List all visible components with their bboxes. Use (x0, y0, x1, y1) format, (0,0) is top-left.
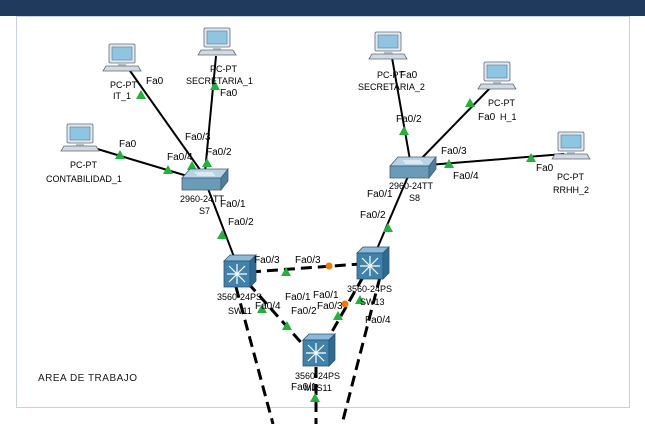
link-blocked-indicator (341, 300, 349, 308)
device-type-label: PC-PT (557, 172, 585, 182)
multilayer-switch-icon (356, 246, 390, 280)
link-sw11-mls11[interactable] (246, 282, 308, 349)
link-it1-s7[interactable] (127, 67, 204, 175)
port-label: Fa0/3 (441, 146, 467, 157)
link-up-indicator (465, 98, 475, 107)
port-label: Fa0 (220, 88, 238, 99)
pc-h1[interactable]: PC-PT H_1 (477, 61, 517, 122)
device-model-label: 3560-24PS (347, 284, 392, 294)
device-name-label: IT_1 (113, 91, 131, 101)
port-label: Fa0/3 (295, 255, 321, 266)
device-name-label: SECRETARIA_2 (358, 82, 425, 92)
link-sw13-down[interactable] (340, 276, 382, 424)
device-name-label: SW11 (228, 306, 252, 316)
workspace-label: AREA DE TRABAJO (38, 373, 138, 384)
port-label: Fa0 (478, 112, 496, 123)
port-label: Fa0/1 (313, 290, 339, 301)
device-name-label: RRHH_2 (553, 185, 589, 195)
port-label: Fa0/2 (228, 217, 254, 228)
switch-s8[interactable]: 2960-24TT S8 (389, 156, 437, 203)
port-label: Fa0 (146, 76, 164, 87)
link-sw13-mls11[interactable] (323, 276, 365, 345)
device-type-label: PC-PT (210, 64, 238, 74)
pc-rrhh2[interactable]: PC-PT RRHH_2 (551, 131, 591, 195)
pc-icon (60, 123, 100, 152)
switch-icon (181, 168, 229, 191)
device-name-label: CONTABILIDAD_1 (46, 174, 122, 184)
port-label: Fa0/4 (255, 301, 281, 312)
device-type-label: PC-PT (377, 70, 405, 80)
pc-icon (551, 131, 591, 160)
switch-s7[interactable]: 2960-24TT S7 (180, 168, 229, 216)
port-label: Fa0/4 (453, 171, 479, 182)
port-label: Fa0/3 (254, 255, 280, 266)
link-sec1-s7[interactable] (204, 55, 217, 173)
port-label: Fa0/1 (291, 382, 317, 393)
device-type-label: PC-PT (70, 160, 98, 170)
device-type-label: PC-PT (488, 98, 516, 108)
pc-contabilidad1[interactable]: PC-PT CONTABILIDAD_1 (46, 123, 122, 184)
link-sw11-down[interactable] (234, 286, 275, 424)
device-name-label: H_1 (500, 112, 517, 122)
link-h1-s8[interactable] (417, 85, 493, 163)
link-up-indicator (310, 393, 320, 402)
device-name-label: SW13 (360, 297, 385, 307)
port-label: Fa0/4 (365, 315, 391, 326)
pc-icon (197, 27, 237, 56)
multilayer-switch-sw11[interactable]: 3560-24PS SW11 (217, 254, 262, 316)
pc-icon (102, 43, 142, 72)
device-name-label: S7 (199, 206, 210, 216)
multilayer-switch-icon (223, 254, 257, 288)
pc-secretaria2[interactable]: PC-PT SECRETARIA_2 (358, 31, 425, 92)
port-label: Fa0/1 (285, 292, 311, 303)
pc-icon (368, 31, 408, 60)
window-title-bar (0, 0, 645, 16)
port-label: Fa0/2 (396, 114, 422, 125)
device-type-label: PC-PT (110, 80, 138, 90)
device-name-label: MLS11 (304, 383, 332, 393)
link-s8-sw13[interactable] (373, 173, 410, 257)
port-label: Fa0 (400, 70, 418, 81)
link-up-indicator (383, 223, 393, 232)
port-label: Fa0 (119, 139, 137, 150)
link-up-indicator (202, 158, 212, 167)
link-cont1-s7[interactable] (93, 147, 195, 179)
device-name-label: S8 (409, 193, 420, 203)
multilayer-switch-icon (302, 333, 336, 367)
pc-secretaria1[interactable]: PC-PT SECRETARIA_1 (186, 27, 253, 86)
multilayer-switch-mls11[interactable]: 3560-24PS MLS11 (295, 333, 340, 393)
device-model-label: 3560-24PS (295, 371, 340, 381)
link-sw11-sw13[interactable] (249, 262, 361, 274)
switch-icon (389, 156, 437, 179)
pc-icon (477, 61, 517, 90)
link-up-indicator (399, 126, 409, 135)
port-label: Fa0/2 (291, 306, 317, 317)
port-label: Fa0/2 (360, 210, 386, 221)
device-model-label: 3560-24PS (217, 292, 262, 302)
port-label: Fa0/2 (206, 147, 232, 158)
device-model-label: 2960-24TT (389, 181, 434, 191)
multilayer-switch-sw13[interactable]: 3560-24PS SW13 (347, 246, 392, 307)
pc-it1[interactable]: PC-PT IT_1 (102, 43, 142, 101)
link-blocked-indicator (325, 262, 333, 270)
device-model-label: 2960-24TT (180, 194, 225, 204)
port-label: Fa0/4 (167, 152, 193, 163)
port-label: Fa0/3 (317, 301, 343, 312)
port-label: Fa0/3 (185, 132, 211, 143)
port-label: Fa0 (536, 163, 554, 174)
device-name-label: SECRETARIA_1 (186, 76, 253, 86)
port-label: Fa0/1 (220, 199, 246, 210)
port-label: Fa0/1 (367, 189, 393, 200)
link-sec2-s8[interactable] (390, 51, 411, 161)
link-s7-sw11[interactable] (206, 185, 237, 263)
